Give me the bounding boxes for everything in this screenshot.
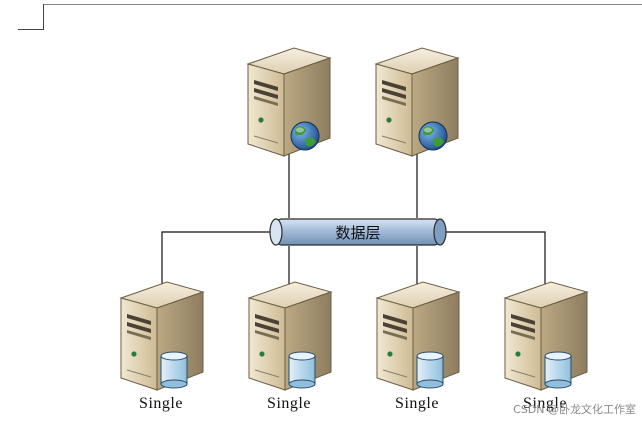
- database-icon: [416, 351, 444, 389]
- database-icon: [160, 351, 188, 389]
- db-server-label-4: Single: [523, 395, 567, 412]
- db-server-1: [120, 281, 204, 391]
- db-server-label-1: Single: [139, 395, 183, 412]
- globe-icon: [418, 121, 448, 151]
- web-server-1: [247, 47, 331, 157]
- globe-icon: [290, 121, 320, 151]
- watermark: CSDN @卧龙文化工作室: [513, 403, 636, 416]
- web-server-2: [375, 47, 459, 157]
- db-server-label-3: Single: [395, 395, 439, 412]
- database-icon: [544, 351, 572, 389]
- db-server-4: [504, 281, 588, 391]
- db-server-label-2: Single: [267, 395, 311, 412]
- data-layer-bus: 数据层: [269, 218, 447, 246]
- page-top-border: [44, 4, 642, 5]
- bus-label: 数据层: [335, 224, 380, 242]
- db-server-2: [248, 281, 332, 391]
- crop-mark-vertical: [43, 4, 44, 30]
- crop-mark-horizontal: [18, 29, 44, 30]
- database-icon: [288, 351, 316, 389]
- db-server-3: [376, 281, 460, 391]
